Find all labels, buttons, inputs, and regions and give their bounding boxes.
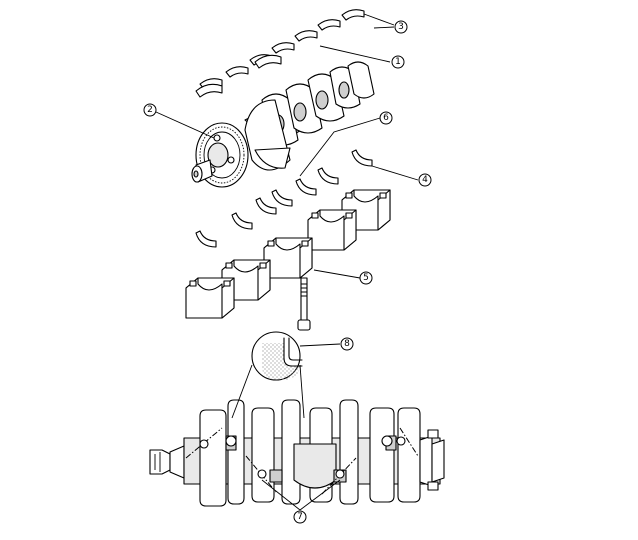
callout-2: 2 bbox=[143, 103, 157, 117]
callout-5: 5 bbox=[359, 271, 373, 285]
callout-8-label: 8 bbox=[344, 339, 350, 349]
upper-bearing-shells bbox=[195, 9, 365, 98]
callout-4-label: 4 bbox=[422, 175, 428, 185]
callout-4: 4 bbox=[418, 173, 432, 187]
callout-3: 3 bbox=[394, 20, 408, 34]
crankshaft-upper bbox=[191, 61, 375, 188]
callout-7: 7 bbox=[293, 510, 307, 524]
cap-bolt bbox=[297, 277, 311, 331]
main-bearing-caps bbox=[185, 189, 391, 319]
callout-1: 1 bbox=[391, 55, 405, 69]
lower-bearing-shells bbox=[195, 149, 373, 248]
callout-6-label: 6 bbox=[383, 113, 389, 123]
callout-2-label: 2 bbox=[147, 105, 153, 115]
callout-5-label: 5 bbox=[363, 273, 369, 283]
callout-6: 6 bbox=[379, 111, 393, 125]
crankshaft-side-view bbox=[149, 399, 445, 507]
fillet-detail-magnifier bbox=[231, 331, 305, 419]
callout-3-label: 3 bbox=[398, 22, 404, 32]
callout-1-label: 1 bbox=[395, 57, 401, 67]
callout-8: 8 bbox=[340, 337, 354, 351]
callout-7-label: 7 bbox=[297, 512, 303, 522]
leader-lines bbox=[155, 13, 419, 511]
